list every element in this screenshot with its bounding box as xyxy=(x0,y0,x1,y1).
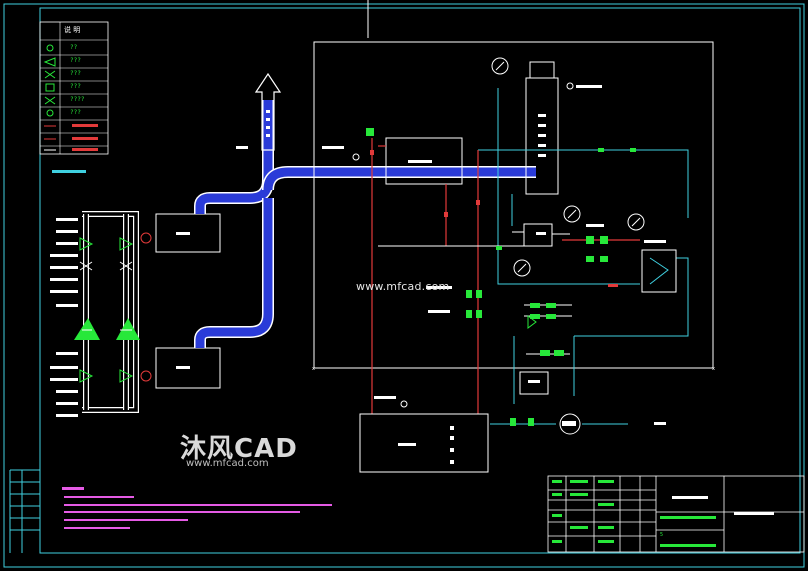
gauge-icon xyxy=(491,57,645,277)
watermark-url: www.mfcad.com xyxy=(356,280,450,293)
legend-code-6: ??? xyxy=(70,109,81,116)
pump-assembly xyxy=(50,211,152,417)
blower-box-lower xyxy=(155,347,221,389)
exhaust-arrow-icon xyxy=(254,72,282,151)
legend-code-3: ??? xyxy=(70,70,81,77)
system-boundary xyxy=(313,41,714,369)
blower-box-upper xyxy=(155,213,221,253)
watermark-logo: 沐风CAD xyxy=(180,434,298,464)
notes-lines xyxy=(62,487,332,529)
fan-icon xyxy=(140,232,152,244)
svg-text:x: x xyxy=(712,366,715,372)
legend-code-1: ?? xyxy=(70,44,78,51)
tank-box xyxy=(359,413,489,473)
title-block-number: 5 xyxy=(660,532,664,538)
legend-code-2: ??? xyxy=(70,57,81,64)
legend-code-4: ??? xyxy=(70,83,81,90)
exhaust-duct xyxy=(194,72,536,348)
valve-icon xyxy=(527,315,537,329)
legend-title: 说 明 xyxy=(64,26,81,34)
inner-frame xyxy=(39,7,801,554)
legend-table xyxy=(39,21,109,173)
legend-code-5: ???? xyxy=(70,96,85,103)
outer-frame xyxy=(3,3,805,568)
pump-icon xyxy=(74,318,100,340)
watermark-logo-url: www.mfcad.com xyxy=(186,458,269,469)
title-block xyxy=(547,475,805,553)
svg-text:x: x xyxy=(312,366,315,372)
main-unit-box xyxy=(385,137,463,185)
left-title-strip xyxy=(9,469,40,553)
